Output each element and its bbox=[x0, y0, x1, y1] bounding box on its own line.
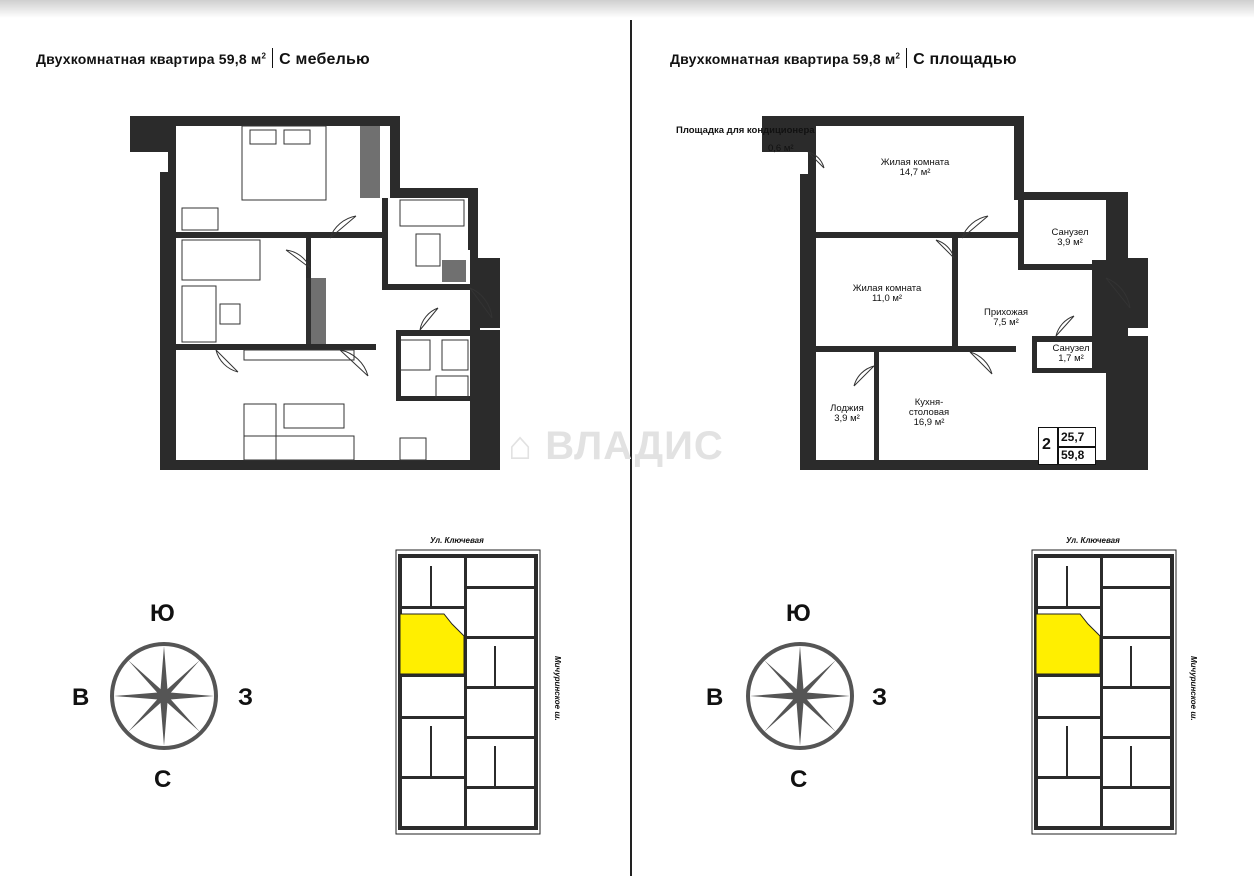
label-kitchen: Кухня-столовая 16,9 м² bbox=[908, 397, 950, 428]
compass-top: Ю bbox=[150, 600, 175, 627]
compass-left: В bbox=[706, 684, 724, 711]
living-area-value: 25,7 bbox=[1061, 430, 1085, 444]
label-ac-area: 0,6 м² bbox=[768, 143, 794, 154]
rooms-count: 2 bbox=[1042, 436, 1051, 453]
label-living1: Жилая комната 14,7 м² bbox=[880, 157, 950, 178]
top-shade bbox=[0, 0, 1254, 18]
total-area-value: 59,8 bbox=[1061, 448, 1085, 462]
label-bath2: Санузел 1,7 м² bbox=[1052, 343, 1090, 364]
label-hall: Прихожая 7,5 м² bbox=[983, 307, 1029, 328]
house-icon: ⌂ bbox=[508, 424, 546, 468]
compass-right: З bbox=[872, 684, 888, 711]
compass-rose-icon bbox=[746, 642, 854, 750]
compass-bottom: С bbox=[790, 766, 808, 793]
building-site-plan bbox=[395, 549, 541, 835]
compass-left: В bbox=[72, 684, 90, 711]
label-living2: Жилая комната 11,0 м² bbox=[852, 283, 922, 304]
compass-bottom: С bbox=[154, 766, 172, 793]
compass-rose-icon bbox=[110, 642, 218, 750]
street-top-label: Ул. Ключевая bbox=[430, 536, 484, 545]
street-top-label: Ул. Ключевая bbox=[1066, 536, 1120, 545]
building-site-plan bbox=[1031, 549, 1177, 835]
watermark-logo: ⌂ ВЛАДИС bbox=[508, 424, 724, 468]
label-ac-platform: Площадка для кондиционера bbox=[676, 125, 815, 136]
street-side-label: Мичуринское ш. bbox=[1189, 656, 1198, 721]
compass-right: З bbox=[238, 684, 254, 711]
area-floor-plan bbox=[762, 116, 1148, 470]
label-loggia: Лоджия 3,9 м² bbox=[830, 403, 864, 424]
area-summary-box: 2 25,7 59,8 bbox=[1038, 427, 1096, 465]
furnished-floor-plan bbox=[130, 116, 500, 470]
panel-divider bbox=[630, 20, 632, 876]
street-side-label: Мичуринское ш. bbox=[553, 656, 562, 721]
compass-top: Ю bbox=[786, 600, 811, 627]
label-bath1: Санузел 3,9 м² bbox=[1051, 227, 1089, 248]
